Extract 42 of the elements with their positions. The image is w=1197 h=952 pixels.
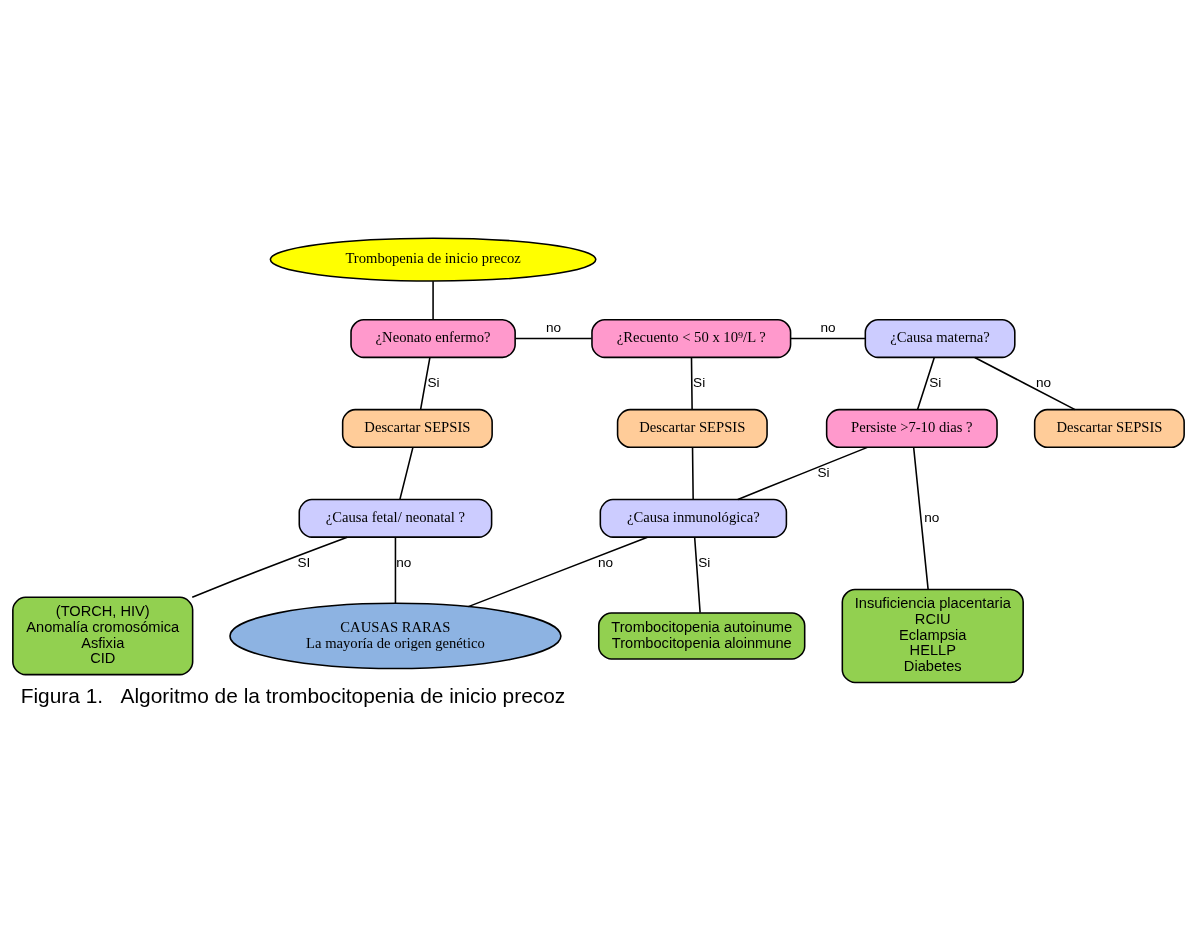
edge-label: Si [817,464,830,480]
node-box: Descartar SEPSIS [616,408,768,449]
node-box: ¿Causa inmunológica? [599,498,788,538]
node-box: Trombocitopenia autoinume Trombocitopenia aloinmune [597,612,806,660]
node-box: Persiste >7-10 dias ? [825,408,998,449]
connector [912,446,929,590]
edge-label: no [546,319,562,335]
node-box: ¿Neonato enfermo? [350,318,516,359]
connector [399,446,414,501]
node-box: ¿Causa fetal/ neonatal ? [298,498,493,538]
connector [514,337,593,340]
edge-label: no [598,554,614,570]
connector [419,357,431,411]
connector [691,446,694,501]
connector [467,536,649,608]
connector [973,356,1076,411]
connector [690,357,693,411]
node-box: ¿Recuento < 50 x 10⁹/L ? [591,318,792,359]
node-box: (TORCH, HIV) Anomalía cromosómica Asfixia CID [12,596,194,676]
node-box: Descartar SEPSIS [341,408,493,449]
caption: Figura 1. Algoritmo de la trombocitopenia de inicio precoz [20,684,566,708]
connector [789,337,866,340]
edge-label: Si [427,375,440,391]
connector [191,536,349,598]
edge-label: no [924,509,940,525]
edge-label: no [396,554,412,570]
node-box: ¿Causa materna? [864,318,1016,359]
connector [432,280,434,321]
connector [394,536,397,604]
node-ellipse: Trombopenia de inicio precoz [269,237,597,282]
edge-label: Si [693,375,706,391]
edge-label: no [820,319,836,335]
node-box: Insuficiencia placentaria RCIU Eclampsia HELLP Diabetes [841,588,1024,684]
edge-label: Si [698,554,711,570]
edge-label: SI [297,554,311,570]
node-box: Descartar SEPSIS [1033,408,1185,449]
node-ellipse: CAUSAS RARAS La mayoría de origen genético [229,602,562,670]
edge-label: Si [929,375,942,391]
edge-label: no [1036,375,1052,391]
connector [693,536,701,614]
connector [916,357,935,411]
connector [737,446,869,501]
